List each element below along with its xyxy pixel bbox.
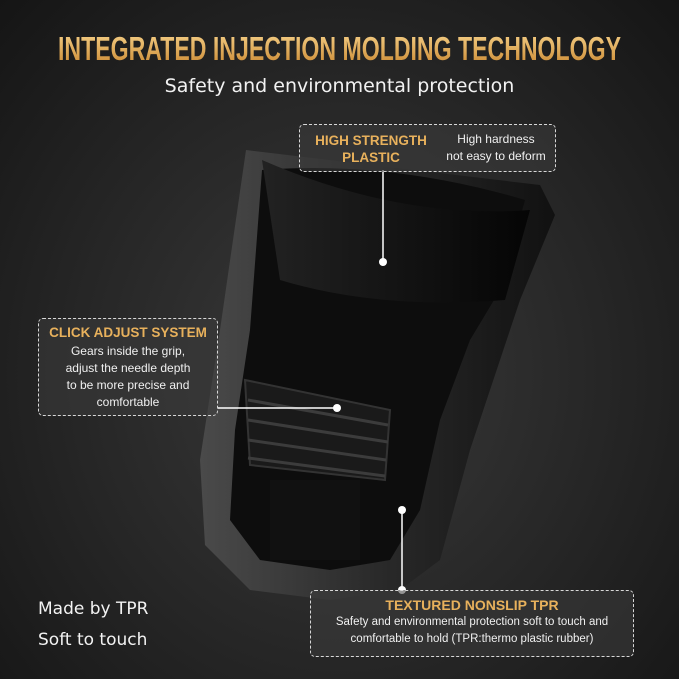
callout-text: not easy to deform	[446, 149, 546, 163]
callout-high-strength: HIGH STRENGTH PLASTIC High hardness not …	[299, 124, 556, 172]
callout-text: comfortable to hold (TPR:thermo plastic …	[350, 633, 594, 645]
callout-text: to be more precise and	[66, 378, 190, 392]
cup-top	[262, 160, 530, 303]
threads	[247, 398, 389, 478]
page-subtitle: Safety and environmental protection	[164, 75, 515, 97]
callout-heading: PLASTIC	[342, 150, 400, 165]
material-line: Soft to touch	[38, 630, 148, 650]
callout-text: adjust the needle depth	[65, 361, 191, 375]
callout-text: Safety and environmental protection soft…	[335, 616, 609, 628]
callout-text: comfortable	[96, 395, 160, 409]
callout-heading: HIGH STRENGTH	[315, 133, 427, 148]
callout-heading: TEXTURED NONSLIP TPR	[385, 597, 559, 613]
inner-tube	[270, 480, 360, 560]
material-note: Made by TPR Soft to touch	[38, 594, 148, 656]
callout-textured-tpr: TEXTURED NONSLIP TPR Safety and environm…	[310, 590, 634, 657]
callout-click-adjust: CLICK ADJUST SYSTEM Gears inside the gri…	[38, 318, 218, 416]
callout-text: Gears inside the grip,	[70, 344, 186, 358]
material-line: Made by TPR	[38, 599, 149, 619]
callout-heading: CLICK ADJUST SYSTEM	[49, 325, 207, 340]
callout-text: High hardness	[457, 132, 535, 146]
page-title: INTEGRATED INJECTION MOLDING TECHNOLOGY	[0, 30, 679, 68]
